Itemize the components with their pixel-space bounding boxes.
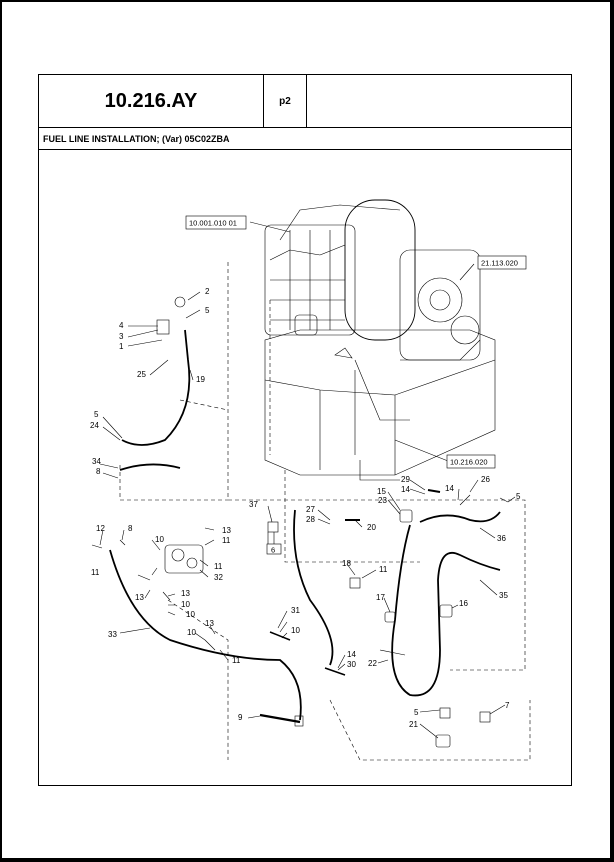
dashed-outline-3 <box>119 465 228 501</box>
ref-pump-box: 21.113.020 <box>477 255 527 270</box>
callout-label: 11 <box>222 536 231 545</box>
callout-label: 30 <box>347 660 356 669</box>
callout-label: 16 <box>459 599 468 608</box>
fuel-tank <box>264 314 496 481</box>
callout-label: 27 <box>306 505 315 514</box>
callout-label: 7 <box>505 701 510 710</box>
callout-label: 8 <box>128 524 133 533</box>
fuel-filter-bracket <box>156 296 204 574</box>
hose-19 <box>121 329 191 446</box>
dashed-outline-4 <box>167 599 229 760</box>
callout-label: 19 <box>196 375 205 384</box>
callout-label: 25 <box>137 370 146 379</box>
callout-label: 8 <box>96 467 101 476</box>
bolt-9 <box>259 713 301 724</box>
callout-label: 37 <box>249 500 258 509</box>
header-table: 10.216.AY p2 <box>38 74 572 128</box>
ref-pump-label: 21.113.020 <box>481 259 518 268</box>
callout-label: 20 <box>367 523 376 532</box>
callout-label: 32 <box>214 573 223 582</box>
diagram-frame <box>38 150 572 786</box>
ref-tank-box: 10.216.020 <box>446 454 496 469</box>
callout-label: 18 <box>342 559 351 568</box>
callout-label: 33 <box>108 630 117 639</box>
callout-label: 31 <box>291 606 300 615</box>
callout-label: 21 <box>409 720 418 729</box>
callout-label: 14 <box>347 650 356 659</box>
callout-label: 13 <box>181 589 190 598</box>
callout-label: 5 <box>94 410 99 419</box>
callout-label: 35 <box>499 591 508 600</box>
callout-label: 4 <box>119 321 124 330</box>
ref-engine-label: 10.001.010 01 <box>189 219 237 228</box>
hose-34 <box>119 463 181 471</box>
callout-label: 14 <box>401 485 410 494</box>
callout-label: 29 <box>401 475 410 484</box>
hose-36 <box>419 511 501 523</box>
page-number: p2 <box>264 75 307 127</box>
section-code: 10.216.AY <box>39 75 264 127</box>
callout-label: 5 <box>205 306 210 315</box>
callout-label: 14 <box>445 484 454 493</box>
dashed-outline-5 <box>329 699 531 761</box>
callout-label: 26 <box>481 475 490 484</box>
callout-label: 5 <box>414 708 419 717</box>
ref-sub-label: 6 <box>271 546 275 555</box>
callout-label: 12 <box>96 524 105 533</box>
callout-label: 17 <box>376 593 385 602</box>
callout-label: 11 <box>214 562 223 571</box>
callout-label: 9 <box>238 713 243 722</box>
callout-label: 2 <box>205 287 210 296</box>
callout-label: 3 <box>119 332 124 341</box>
diagram-title: FUEL LINE INSTALLATION; (Var) 05C02ZBA <box>38 128 572 150</box>
callout-label: 15 <box>377 487 386 496</box>
callout-label: 10 <box>155 535 164 544</box>
callout-label: 34 <box>92 457 101 466</box>
callouts: 2 5 4 3 1 25 19 5 24 34 8 12 8 10 11 13 … <box>90 287 521 729</box>
engine-assembly <box>264 199 481 421</box>
callout-label: 28 <box>306 515 315 524</box>
hose-35 <box>391 524 501 697</box>
callout-label: 24 <box>90 421 99 430</box>
callout-label: 13 <box>222 526 231 535</box>
callout-label: 22 <box>368 659 377 668</box>
hose-line-a <box>293 509 334 666</box>
callout-label: 1 <box>119 342 124 351</box>
callout-label: 5 <box>516 492 521 501</box>
callout-label: 23 <box>378 496 387 505</box>
ref-tank-label: 10.216.020 <box>450 458 488 467</box>
callout-label: 11 <box>91 568 100 577</box>
callout-label: 13 <box>205 619 214 628</box>
callout-label: 10 <box>291 626 300 635</box>
callout-label: 36 <box>497 534 506 543</box>
callout-label: 10 <box>181 600 190 609</box>
callout-label: 10 <box>187 628 196 637</box>
dashed-outline-1 <box>227 262 526 671</box>
hose-33 <box>109 549 302 721</box>
callout-label: 13 <box>135 593 144 602</box>
ref-engine-box: 10.001.010 01 <box>185 215 247 230</box>
callout-label: 11 <box>232 656 241 665</box>
callout-label: 10 <box>186 610 195 619</box>
dashed-outline-2 <box>284 470 420 563</box>
callout-label: 11 <box>379 565 388 574</box>
